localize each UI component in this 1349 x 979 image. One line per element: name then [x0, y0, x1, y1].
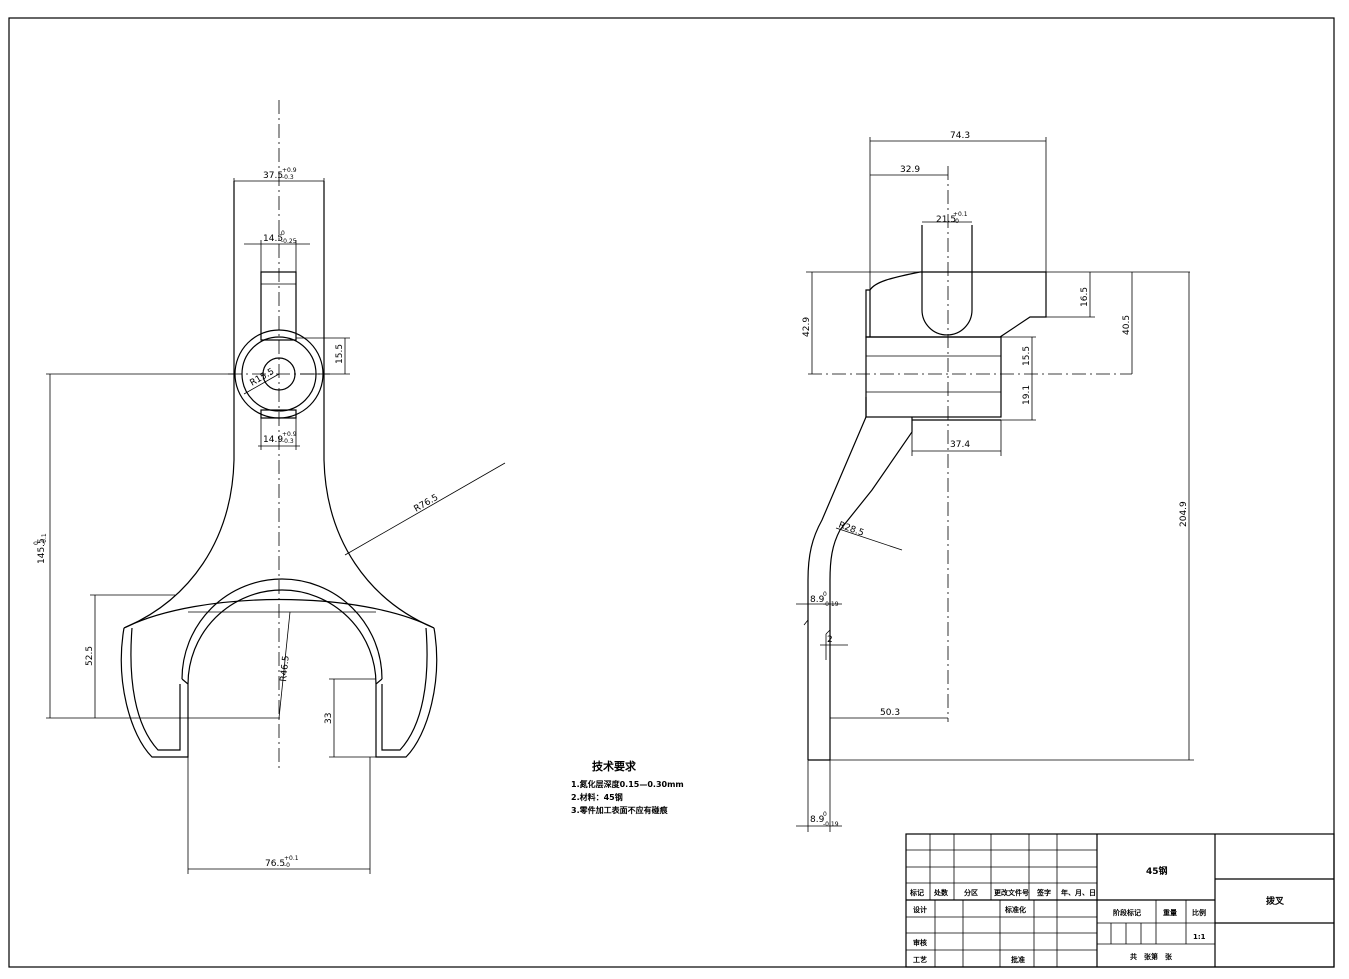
dim-fork-height: 52.5 [85, 646, 95, 666]
dim-bore: 15.5 [1022, 346, 1032, 366]
tech-req-line-3: 3.零件加工表面不应有碰痕 [571, 805, 669, 815]
dim-bottom-slot: 14.9 [263, 435, 283, 445]
dim-fork-width-tol-upper: +0.1 [284, 855, 299, 862]
dim-reach: 50.3 [880, 708, 900, 718]
dim-top-width-tol-lower: -0.3 [282, 174, 294, 181]
dim-thickness-lower-tol-upper: 0 [823, 811, 827, 818]
tb-sign: 签字 [1036, 888, 1051, 897]
tb-standardize: 标准化 [1004, 905, 1026, 914]
dim-thickness-upper-tol-lower: -0.19 [823, 601, 839, 608]
dim-total-height-tol-upper: 0 [33, 541, 40, 545]
tb-stage-mark: 阶段标记 [1113, 908, 1141, 917]
dim-slot: 21.5 [936, 215, 956, 225]
dim-step: 37.4 [950, 440, 970, 450]
tb-part-name: 拨叉 [1266, 895, 1285, 907]
dim-top-width-tol-upper: +0.9 [282, 167, 297, 174]
dim-slot-tol-lower: -0.25 [281, 238, 297, 245]
tech-req-line-1: 1.氮化层深度0.15—0.30mm [571, 779, 684, 789]
drawing-frame [8, 17, 1335, 968]
dim-slot-tol-upper: +0.1 [953, 211, 968, 218]
tb-date: 年、月、日 [1061, 888, 1096, 897]
dim-boss-height: 15.5 [335, 344, 345, 364]
dim-offset: 32.9 [900, 165, 920, 175]
tb-material: 45钢 [1146, 865, 1168, 877]
dim-lower: 19.1 [1022, 385, 1032, 405]
dim-left-height: 42.9 [802, 317, 812, 337]
dim-total-height-right: 204.9 [1179, 501, 1189, 527]
dim-slot-width: 14.5 [263, 234, 283, 244]
dim-bend-radius: R28.5 [837, 520, 865, 538]
tb-zone: 分区 [964, 888, 978, 897]
dim-fork-width-tol-lower: -0 [284, 862, 290, 869]
dim-thickness-upper: 8.9 [810, 595, 825, 605]
tb-scale: 比例 [1192, 908, 1206, 917]
tech-req-line-2: 2.材料：45钢 [571, 792, 623, 802]
dim-slot-depth: 33 [324, 713, 334, 724]
left-view-dimensions: 37.5 +0.9 -0.3 14.5 0 -0.25 15.5 R15.5 1… [33, 167, 506, 874]
right-view-dimensions: 74.3 32.9 21.5 +0.1 -0 42.9 16.5 40.5 15… [796, 131, 1194, 832]
tech-req-heading: 技术要求 [592, 759, 637, 773]
dim-top-width: 37.5 [263, 171, 283, 181]
dim-total-height: 145.5 [37, 538, 47, 564]
dim-arm-radius: R76.5 [413, 493, 441, 515]
dim-thickness-lower: 8.9 [810, 815, 825, 825]
dim-thickness-upper-tol-upper: 0 [823, 591, 827, 598]
dim-right-height: 40.5 [1122, 315, 1132, 335]
dim-fork-width: 76.5 [265, 859, 285, 869]
dim-fork-radius: R46.5 [279, 655, 292, 682]
tech-requirements: 技术要求 1.氮化层深度0.15—0.30mm 2.材料：45钢 3.零件加工表… [571, 759, 684, 815]
dim-lug-height: 16.5 [1080, 287, 1090, 307]
dim-total-height-tol-lower: -0.1 [41, 533, 48, 545]
right-view [803, 166, 1132, 761]
tb-process: 工艺 [913, 955, 927, 964]
dim-overall-width: 74.3 [950, 131, 970, 141]
tb-sheets: 共 张第 张 [1130, 952, 1173, 961]
dim-thickness-lower-tol-lower: -0.19 [823, 821, 839, 828]
dim-bottom-slot-tol-upper: +0.9 [282, 431, 297, 438]
tb-review: 审核 [913, 938, 927, 947]
title-block: 标记 处数 分区 更改文件号 签字 年、月、日 设计 标准化 审核 工艺 批准 … [905, 833, 1335, 968]
tb-design: 设计 [913, 905, 927, 914]
dim-bottom-slot-tol-lower: -0.3 [282, 438, 294, 445]
tb-count: 处数 [933, 888, 949, 897]
left-view [120, 100, 438, 772]
tb-scale-value: 1:1 [1193, 933, 1206, 941]
dim-slot-tol-lower: -0 [953, 218, 959, 225]
tb-weight: 重量 [1163, 908, 1177, 917]
tb-change-doc: 更改文件号 [994, 888, 1029, 897]
dim-boss-radius: R15.5 [249, 367, 277, 389]
tb-approve: 批准 [1011, 955, 1025, 964]
dim-small: 2 [827, 635, 833, 645]
tb-mark: 标记 [909, 888, 924, 897]
dim-slot-tol-upper: 0 [281, 230, 285, 237]
